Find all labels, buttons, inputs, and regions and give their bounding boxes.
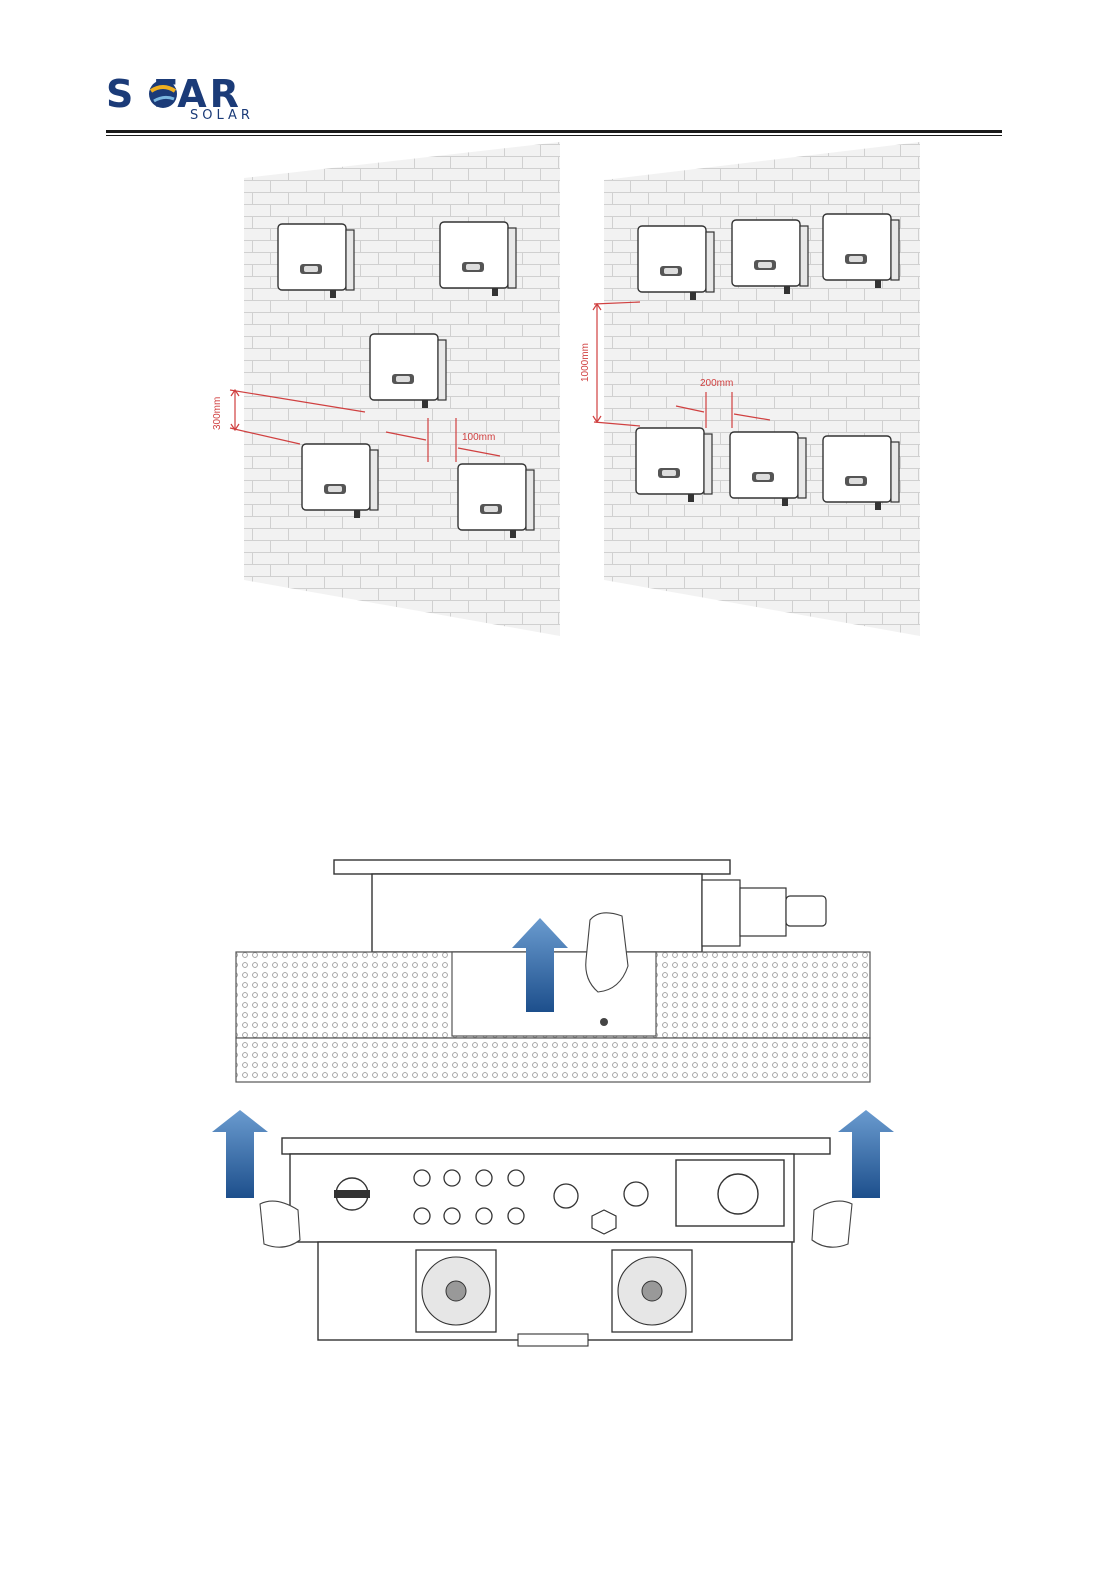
inverter-front-plate — [282, 1138, 830, 1154]
fan-housing — [318, 1242, 792, 1340]
packing-foam-lower — [236, 1038, 870, 1082]
inverter-unit — [458, 464, 534, 538]
right-wall-diagram: 1000mm 200mm — [580, 142, 920, 636]
unpacking-diagram — [212, 860, 894, 1346]
fan-icon — [612, 1250, 692, 1332]
connector-block — [740, 888, 786, 936]
hand-left-icon — [260, 1201, 300, 1247]
inverter-top-plate — [334, 860, 730, 874]
fan-icon — [416, 1250, 496, 1332]
vent-valve-icon — [592, 1210, 616, 1234]
mounting-bracket — [518, 1334, 588, 1346]
inverter-unit — [302, 444, 378, 518]
left-wall-diagram: 300mm 100mm — [212, 142, 560, 636]
vertical-clearance-label: 1000mm — [580, 343, 591, 382]
inverter-unit — [823, 214, 899, 288]
inverter-unit — [823, 436, 899, 510]
inverter-unit — [636, 428, 712, 502]
inverter-unit — [440, 222, 516, 296]
com-port-icon — [554, 1184, 578, 1208]
inverter-unit — [732, 220, 808, 294]
inverter-unit — [278, 224, 354, 298]
horizontal-clearance-label: 200mm — [700, 378, 733, 389]
usb-port-icon — [624, 1182, 648, 1206]
lift-arrow-left-icon — [212, 1110, 268, 1198]
hand-right-icon — [812, 1201, 852, 1247]
lift-arrow-right-icon — [838, 1110, 894, 1198]
inverter-unit — [730, 432, 806, 506]
vertical-clearance-label: 300mm — [212, 397, 223, 430]
cable-gland — [786, 896, 826, 926]
horizontal-clearance-label: 100mm — [462, 432, 495, 443]
inverter-unit — [638, 226, 714, 300]
inverter-unit — [370, 334, 446, 408]
screw-icon — [600, 1018, 608, 1026]
